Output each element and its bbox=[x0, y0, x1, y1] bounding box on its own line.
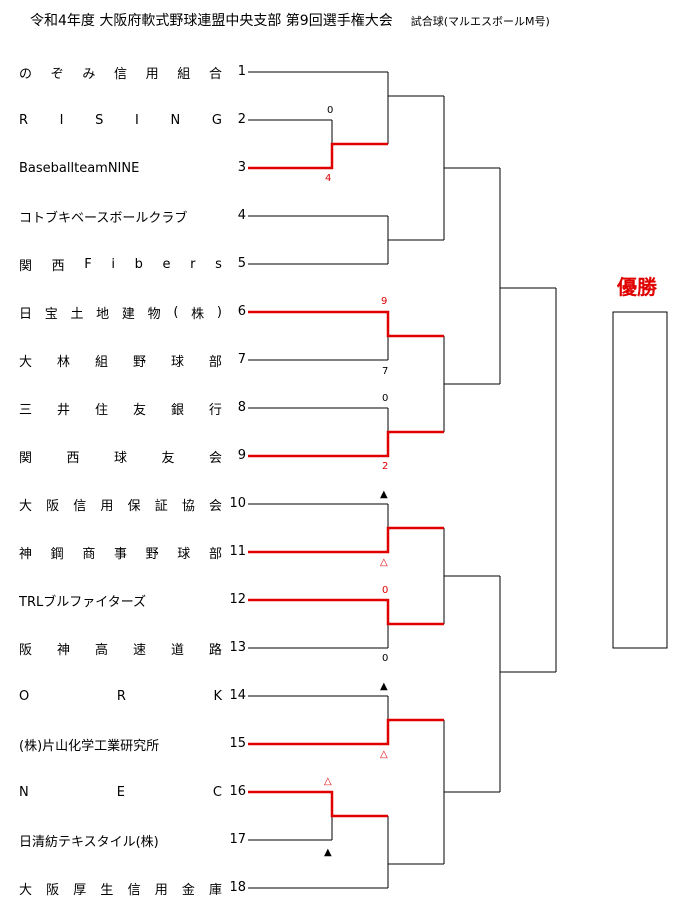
team-seed: 12 bbox=[229, 592, 246, 607]
match-score: 0 bbox=[382, 585, 389, 596]
team-seed: 13 bbox=[229, 640, 246, 655]
team-name: (株)片山化学工業研究所 bbox=[19, 738, 160, 754]
team-name: TRLブルファイターズ bbox=[19, 594, 147, 610]
team-seed: 1 bbox=[237, 64, 246, 79]
match-score: 0 bbox=[327, 105, 334, 116]
team-seed: 10 bbox=[229, 496, 246, 511]
team-seed: 5 bbox=[237, 256, 246, 271]
team-name: 関西球友会 bbox=[19, 450, 222, 466]
champion-box bbox=[612, 311, 668, 649]
match-score: 7 bbox=[382, 366, 389, 377]
team-seed: 3 bbox=[237, 160, 246, 175]
match-score: 0 bbox=[382, 393, 389, 404]
team-name: 日清紡テキスタイル(株) bbox=[19, 834, 159, 850]
team-seed: 4 bbox=[237, 208, 246, 223]
team-name: 日宝土地建物(株) bbox=[19, 304, 222, 322]
team-name: 大阪信用保証協会 bbox=[19, 498, 222, 514]
match-score: ▲ bbox=[380, 489, 388, 500]
team-seed: 9 bbox=[237, 448, 246, 463]
loser-lines bbox=[248, 71, 557, 889]
team-seed: 18 bbox=[229, 880, 246, 895]
team-seed: 7 bbox=[237, 352, 246, 367]
team-seed: 8 bbox=[237, 400, 246, 415]
team-name: コトブキベースボールクラブ bbox=[19, 210, 188, 226]
ball-note: 試合球(マルエスボールM号) bbox=[410, 15, 550, 28]
match-score: △ bbox=[380, 557, 388, 568]
team-seed: 14 bbox=[229, 688, 246, 703]
match-score: 9 bbox=[381, 296, 388, 307]
match-score: △ bbox=[380, 749, 388, 760]
match-score: 4 bbox=[325, 173, 332, 184]
team-name: 阪神高速道路 bbox=[19, 642, 222, 658]
team-seed: 17 bbox=[229, 832, 246, 847]
tournament-title: 令和4年度 大阪府軟式野球連盟中央支部 第9回選手権大会 試合球(マルエスボールM… bbox=[30, 10, 550, 30]
match-score: ▲ bbox=[324, 847, 332, 858]
team-name: 大林組野球部 bbox=[19, 354, 222, 370]
team-name: BaseballteamNINE bbox=[19, 160, 140, 176]
title-text: 令和4年度 大阪府軟式野球連盟中央支部 第9回選手権大会 bbox=[30, 13, 393, 29]
match-score: 2 bbox=[382, 461, 389, 472]
match-score: 0 bbox=[382, 653, 389, 664]
team-seed: 11 bbox=[229, 544, 246, 559]
match-score: ▲ bbox=[380, 681, 388, 692]
team-seed: 6 bbox=[237, 304, 246, 319]
team-name: 大阪厚生信用金庫 bbox=[19, 882, 222, 898]
team-name: 神鋼商事野球部 bbox=[19, 546, 222, 562]
team-seed: 15 bbox=[229, 736, 246, 751]
team-name: 三井住友銀行 bbox=[19, 402, 222, 418]
winner-lines bbox=[248, 142, 444, 818]
team-seed: 16 bbox=[229, 784, 246, 799]
team-seed: 2 bbox=[237, 112, 246, 127]
team-name: のぞみ信用組合 bbox=[19, 66, 222, 82]
champion-label: 優勝 bbox=[617, 275, 657, 299]
match-score: △ bbox=[324, 776, 332, 787]
